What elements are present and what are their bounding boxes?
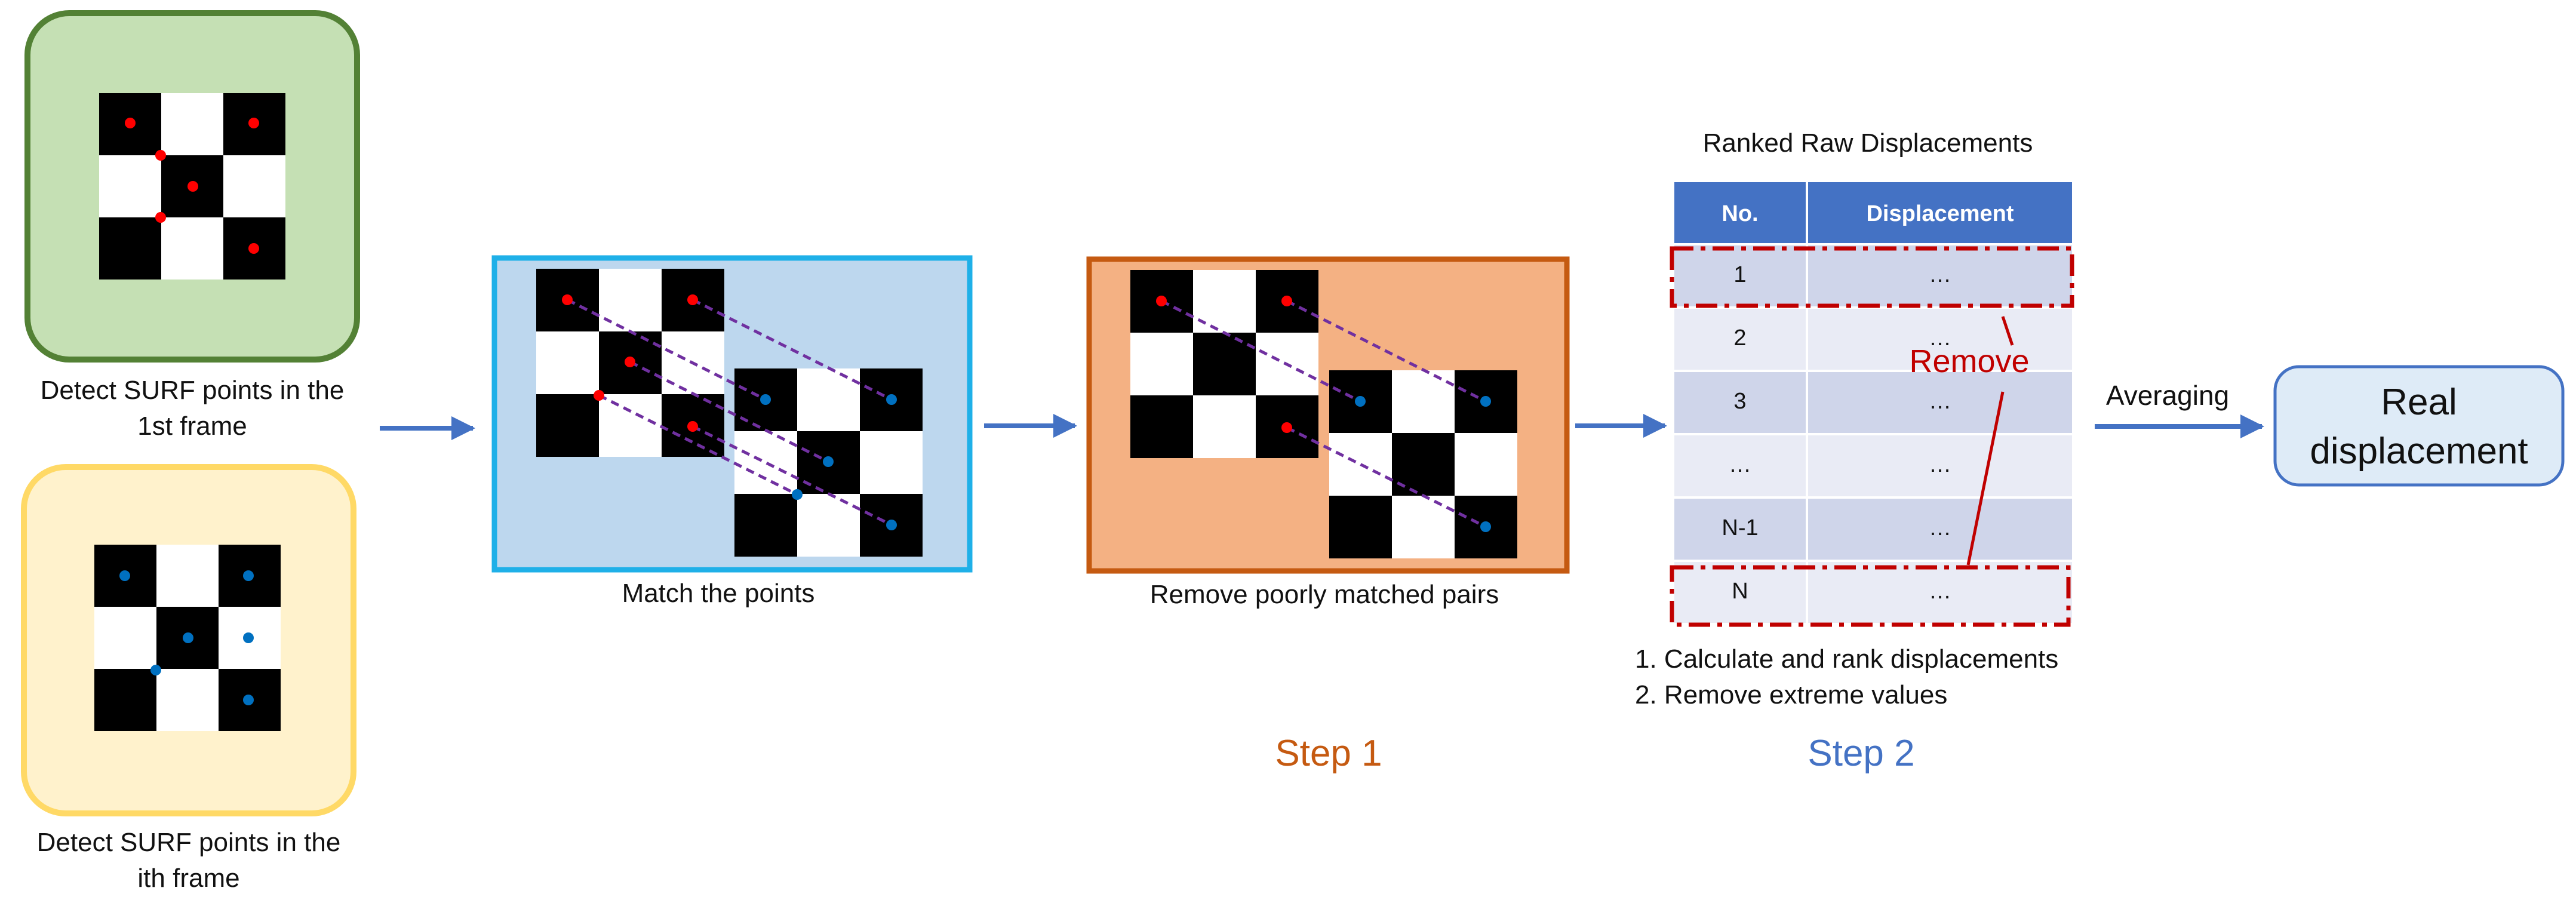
match-line bbox=[1286, 426, 1487, 529]
board-cell bbox=[1329, 496, 1392, 558]
surf-point bbox=[119, 570, 130, 581]
step1-label: Step 1 bbox=[1275, 733, 1382, 774]
row-value: … bbox=[1929, 579, 1951, 604]
surf-point bbox=[1281, 422, 1292, 433]
first-frame-panel bbox=[24, 10, 360, 363]
surf-point bbox=[150, 665, 161, 675]
ranked-table: No. Displacement 1 … 2 … 3 … … … N-1 … bbox=[1670, 182, 2074, 627]
table-row: N-1 … bbox=[1674, 499, 2072, 560]
row-value: … bbox=[1929, 325, 1951, 351]
table-row: … … bbox=[1674, 435, 2072, 496]
remove-pairs-caption: Remove poorly matched pairs bbox=[1150, 580, 1499, 609]
surf-point bbox=[183, 632, 193, 643]
board-cell bbox=[94, 669, 156, 731]
row-value: … bbox=[1929, 515, 1951, 540]
row-value: … bbox=[1929, 389, 1951, 414]
surf-point bbox=[594, 390, 604, 401]
surf-point bbox=[792, 489, 803, 500]
surf-point bbox=[886, 394, 897, 405]
ith-frame-caption-line1: Detect SURF points in the bbox=[37, 828, 341, 857]
table-row: 1 … bbox=[1674, 245, 2072, 306]
table-header-displacement-label: Displacement bbox=[1866, 201, 2014, 226]
table-title: Ranked Raw Displacements bbox=[1703, 128, 2033, 158]
result-box bbox=[2273, 365, 2565, 487]
note-line1: 1. Calculate and rank displacements bbox=[1635, 644, 2058, 674]
match-line bbox=[1286, 299, 1487, 403]
match-line bbox=[691, 298, 893, 401]
first-frame-checkerboard-icon bbox=[99, 93, 285, 280]
note-line2: 2. Remove extreme values bbox=[1635, 680, 1947, 710]
board-cell bbox=[536, 394, 599, 457]
row-value: … bbox=[1929, 452, 1951, 477]
remove-pointer-bottom bbox=[1966, 391, 2005, 566]
row-no: 2 bbox=[1733, 325, 1746, 351]
surf-point bbox=[1281, 296, 1292, 306]
surf-point bbox=[562, 294, 573, 305]
surf-point bbox=[248, 118, 259, 128]
remove-highlight-top bbox=[1670, 246, 2074, 308]
match-line bbox=[598, 394, 798, 496]
row-value: … bbox=[1929, 262, 1951, 287]
surf-point bbox=[687, 294, 698, 305]
surf-point bbox=[823, 456, 834, 467]
ith-frame-checkerboard-icon bbox=[94, 545, 281, 731]
surf-point bbox=[1355, 396, 1366, 407]
table-header-no bbox=[1674, 182, 1806, 243]
surf-point bbox=[248, 243, 259, 254]
remove-pairs-panel bbox=[1086, 256, 1570, 574]
board-cell bbox=[1193, 333, 1256, 395]
match-line bbox=[566, 298, 767, 401]
first-frame-caption-line1: Detect SURF points in the bbox=[41, 376, 345, 405]
table-row: 2 … bbox=[1674, 309, 2072, 370]
surf-point bbox=[760, 394, 771, 405]
row-no: … bbox=[1729, 452, 1751, 477]
match-line bbox=[691, 425, 893, 527]
ith-frame-caption-line2: ith frame bbox=[137, 864, 239, 893]
surf-point bbox=[125, 118, 136, 128]
match-caption: Match the points bbox=[622, 579, 815, 608]
match-line bbox=[629, 360, 829, 463]
first-frame-caption-line2: 1st frame bbox=[137, 411, 247, 441]
row-no: N bbox=[1732, 579, 1748, 604]
surf-point bbox=[243, 632, 254, 643]
averaging-label: Averaging bbox=[2106, 380, 2229, 411]
table-row: N … bbox=[1674, 562, 2072, 623]
surf-point bbox=[243, 570, 254, 581]
ith-frame-panel bbox=[21, 464, 356, 816]
surf-point bbox=[1156, 296, 1167, 306]
table-header-displacement bbox=[1808, 182, 2072, 243]
remove-highlight-bottom bbox=[1670, 565, 2071, 627]
row-no: 3 bbox=[1733, 389, 1746, 414]
match-line bbox=[1160, 299, 1361, 403]
result-line2: displacement bbox=[2310, 431, 2528, 472]
surf-point bbox=[886, 520, 897, 530]
table-header-no-label: No. bbox=[1722, 201, 1758, 226]
match-panel bbox=[491, 255, 973, 573]
remove-label: Remove bbox=[1909, 343, 2029, 379]
remaining-match-lines bbox=[1156, 296, 1491, 532]
surf-point bbox=[155, 150, 166, 161]
surf-point bbox=[687, 421, 698, 432]
remove-pointer-top bbox=[2001, 316, 2014, 346]
step2-label: Step 2 bbox=[1807, 733, 1914, 774]
surf-point bbox=[187, 181, 198, 192]
row-no: N-1 bbox=[1722, 515, 1758, 540]
board-cell bbox=[1130, 395, 1193, 458]
table-row: 3 … bbox=[1674, 372, 2072, 433]
surf-point bbox=[243, 695, 254, 705]
board-cell bbox=[734, 494, 797, 557]
match-lines bbox=[562, 294, 897, 530]
row-no: 1 bbox=[1733, 262, 1746, 287]
result-line1: Real bbox=[2381, 382, 2457, 423]
surf-point bbox=[1480, 396, 1491, 407]
surf-point bbox=[155, 212, 166, 223]
board-cell bbox=[99, 217, 161, 280]
surf-point bbox=[625, 357, 635, 367]
surf-point bbox=[1480, 521, 1491, 532]
